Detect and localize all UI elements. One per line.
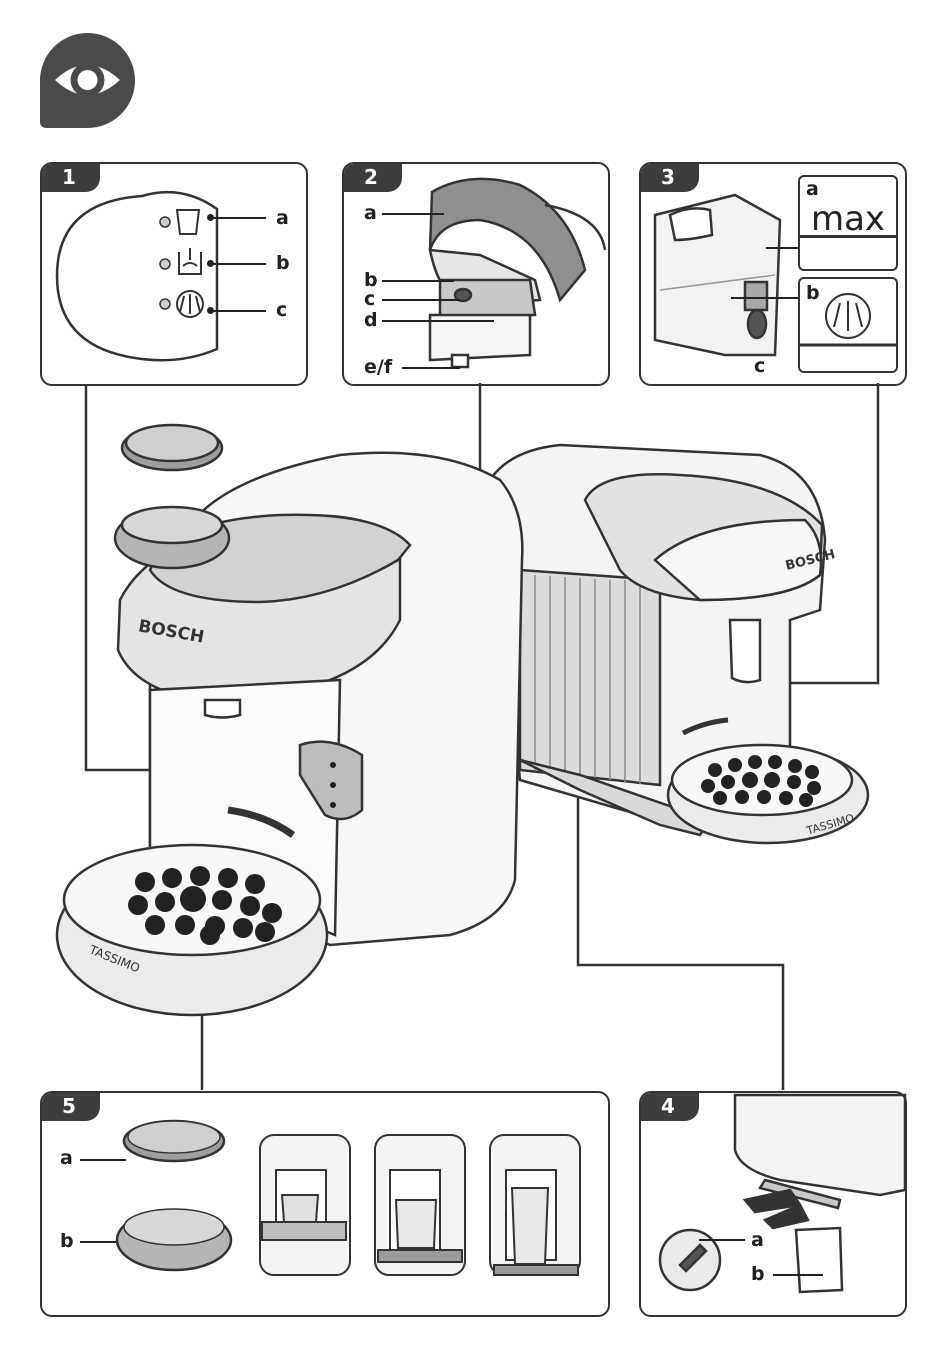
leader-b [212,263,266,265]
max-indicator-box: a max [798,175,898,271]
tray-disc-drawing [113,423,231,570]
leader-a [766,247,801,249]
panel-5-drip-tray: 5 a b [40,1091,610,1317]
panel-3-water-tank: 3 c [639,162,907,386]
label-b: b [276,252,290,274]
machine-front [55,451,524,1017]
leader-dot-b [207,260,214,267]
eye-icon [55,63,120,97]
label-c: c [276,299,288,321]
drip-parts-drawing [115,1119,233,1272]
label-a: a [276,207,289,229]
descale-icon [178,248,202,275]
spray-indicator-box: b [798,277,898,373]
label-a: a [806,178,819,200]
leader-c [382,299,460,301]
panel-1-indicators: 1 a b c [40,162,308,386]
label-c: c [364,288,376,310]
leader-a [80,1159,126,1161]
leader-a [699,1239,745,1241]
cup-setup-drawings [259,1134,581,1276]
label-b: b [806,282,820,304]
max-text: max [810,199,886,239]
descaling-drawing [658,1093,907,1294]
label-a: a [751,1229,764,1251]
label-b: b [60,1230,74,1252]
leader-b [773,1274,823,1276]
spray-icon [176,290,204,318]
panel-4-descaling: 4 a b [639,1091,907,1317]
leader-b [731,297,801,299]
indicator-panel-drawing [55,190,219,362]
label-c: c [754,355,766,377]
label-a: a [60,1147,73,1169]
panel-number: 5 [42,1093,100,1121]
panel-2-brewing-head: 2 a b c d e/f [342,162,610,386]
brewing-head-drawing [428,177,607,369]
panel-number: 1 [42,164,100,192]
label-a: a [364,202,377,224]
panel-number: 3 [641,164,699,192]
panel-number: 2 [344,164,402,192]
leader-e-f [402,367,460,369]
leader-b [80,1241,126,1243]
leader-a [382,213,444,215]
spray-icon [800,293,896,347]
panel-number: 4 [641,1093,699,1121]
leader-c [212,310,266,312]
cup-icon [175,209,201,235]
label-b: b [751,1263,765,1285]
machine-back [488,443,870,845]
eye-badge [40,33,135,128]
leader-b [382,280,454,282]
leader-d [382,320,494,322]
label-d: d [364,309,378,331]
label-b: b [364,269,378,291]
leader-dot-c [207,307,214,314]
leader-dot-a [207,214,214,221]
label-e-f: e/f [364,356,393,378]
leader-a [212,217,266,219]
water-tank-drawing [653,193,782,357]
